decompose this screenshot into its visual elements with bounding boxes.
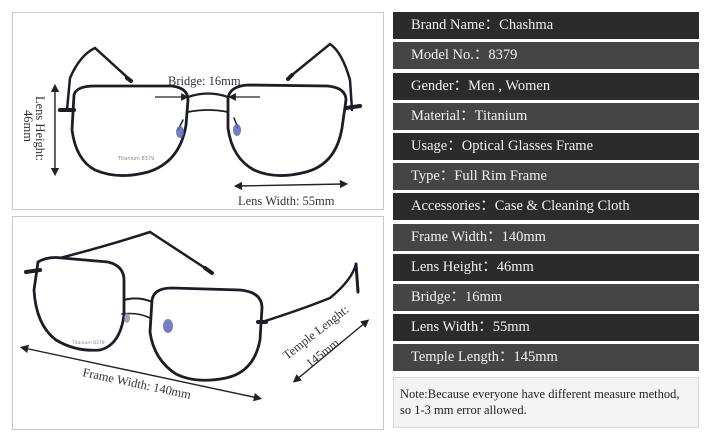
glasses-illustration: Titanium 8379 Bridge: 16mm Lens Width: 5… bbox=[19, 42, 370, 402]
bridge-label: Bridge: 16mm bbox=[168, 74, 241, 88]
lens-height-label-line1: Lens Height: bbox=[33, 96, 47, 161]
lens-print-left: Titanium 8379 bbox=[117, 156, 154, 162]
lens-width-label: Lens Width: 55mm bbox=[238, 194, 335, 208]
lens-width-arrow bbox=[233, 179, 349, 191]
spec-usage: Usage：Optical Glasses Frame bbox=[393, 133, 699, 160]
temple-length-arrow bbox=[292, 319, 370, 383]
lens-print-angled: Titanium 8379 bbox=[71, 340, 105, 346]
measurement-note: Note:Because everyone have different mea… bbox=[393, 377, 699, 428]
spec-frame-width: Frame Width：140mm bbox=[393, 224, 699, 251]
frame-width-arrow bbox=[19, 344, 263, 402]
spec-lens-height: Lens Height：46mm bbox=[393, 254, 699, 281]
angled-nose-pad-icons bbox=[124, 313, 173, 333]
spec-brand-name: Brand Name：Chashma bbox=[393, 12, 699, 39]
spec-temple-length: Temple Length：145mm bbox=[393, 344, 699, 371]
spec-table: Brand Name：Chashma Model No.：8379 Gender… bbox=[393, 12, 699, 430]
spec-accessories: Accessories：Case & Cleaning Cloth bbox=[393, 193, 699, 220]
front-view-frame bbox=[12, 12, 384, 210]
spec-type: Type：Full Rim Frame bbox=[393, 163, 699, 190]
spec-bridge: Bridge：16mm bbox=[393, 284, 699, 311]
frame-width-label: Frame Width: 140mm bbox=[81, 365, 192, 402]
front-view-glasses bbox=[58, 42, 362, 177]
product-image-panel: Titanium 8379 Bridge: 16mm Lens Width: 5… bbox=[12, 12, 384, 430]
spec-material: Material：Titanium bbox=[393, 103, 699, 130]
spec-lens-width: Lens Width：55mm bbox=[393, 314, 699, 341]
lens-height-label-line2: 46mm bbox=[21, 110, 35, 142]
spec-gender: Gender：Men , Women bbox=[393, 73, 699, 100]
spec-model-no: Model No.：8379 bbox=[393, 42, 699, 69]
nose-pad-icons bbox=[176, 124, 241, 138]
angled-view-frame bbox=[12, 216, 384, 430]
